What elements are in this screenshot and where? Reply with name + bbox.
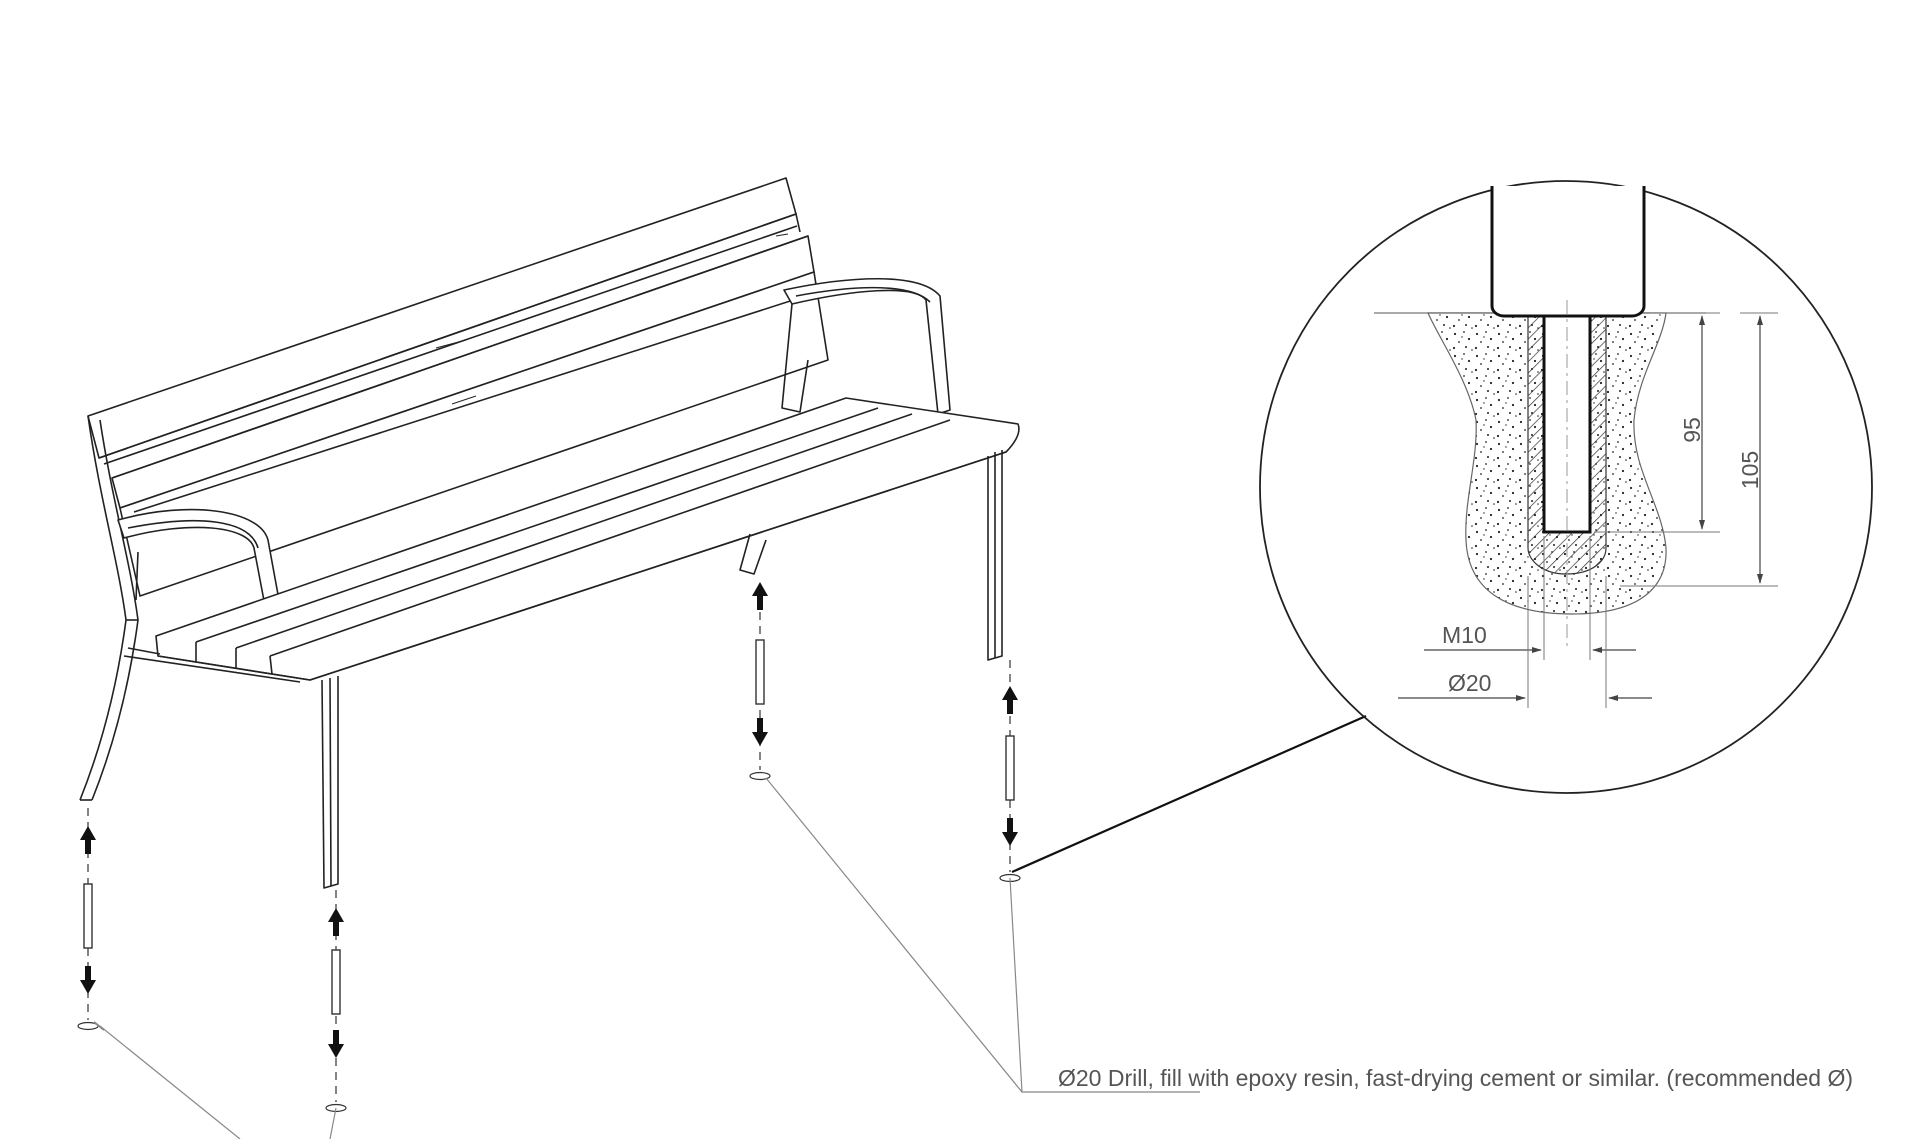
arrow-up-icon	[752, 582, 768, 610]
detail-connector-line	[1011, 714, 1367, 874]
right-armrest	[781, 277, 951, 415]
dimension-105-label: 105	[1737, 451, 1763, 489]
anchor-bolt-icon	[331, 949, 341, 1015]
anchor-group	[999, 660, 1021, 883]
arrow-up-icon	[80, 826, 96, 854]
detail-view: 95 105 M10 Ø20	[1259, 180, 1873, 794]
installation-note: Ø20 Drill, fill with epoxy resin, fast-d…	[1058, 1065, 1853, 1091]
arrow-up-icon	[328, 908, 344, 936]
arrow-down-icon	[80, 966, 96, 994]
left-frame	[79, 415, 139, 801]
leg-post	[1490, 186, 1646, 318]
anchor-bolt-icon	[83, 883, 93, 949]
anchor-groups	[77, 582, 1021, 1113]
front-leg-right	[987, 450, 1003, 661]
anchor-bolt-icon	[755, 639, 765, 705]
dimension-95-label: 95	[1679, 417, 1705, 443]
note-leaders	[93, 777, 1200, 1140]
dimension-95: 95	[1594, 312, 1720, 533]
bench	[79, 177, 1020, 889]
arrow-down-icon	[1002, 818, 1018, 846]
backrest-top-slat	[87, 177, 801, 459]
anchor-group	[77, 808, 99, 1031]
backrest-panel	[119, 271, 829, 597]
anchor-group	[749, 582, 771, 781]
anchor-bolt-icon	[1005, 735, 1015, 801]
seat	[123, 397, 1020, 683]
d20-label: Ø20	[1448, 670, 1491, 696]
dimension-d20: Ø20	[1398, 576, 1652, 708]
m10-label: M10	[1442, 622, 1487, 648]
detail-circle	[1259, 180, 1873, 794]
dimension-m10: M10	[1424, 536, 1636, 660]
arrow-down-icon	[752, 718, 768, 746]
front-leg-left	[321, 676, 339, 889]
dimension-105: 105	[1620, 312, 1778, 587]
drill-hole-icon	[749, 771, 771, 781]
rear-leg-right	[739, 533, 767, 575]
arrow-up-icon	[1002, 686, 1018, 714]
arrow-down-icon	[328, 1030, 344, 1058]
anchor-group	[325, 890, 347, 1113]
